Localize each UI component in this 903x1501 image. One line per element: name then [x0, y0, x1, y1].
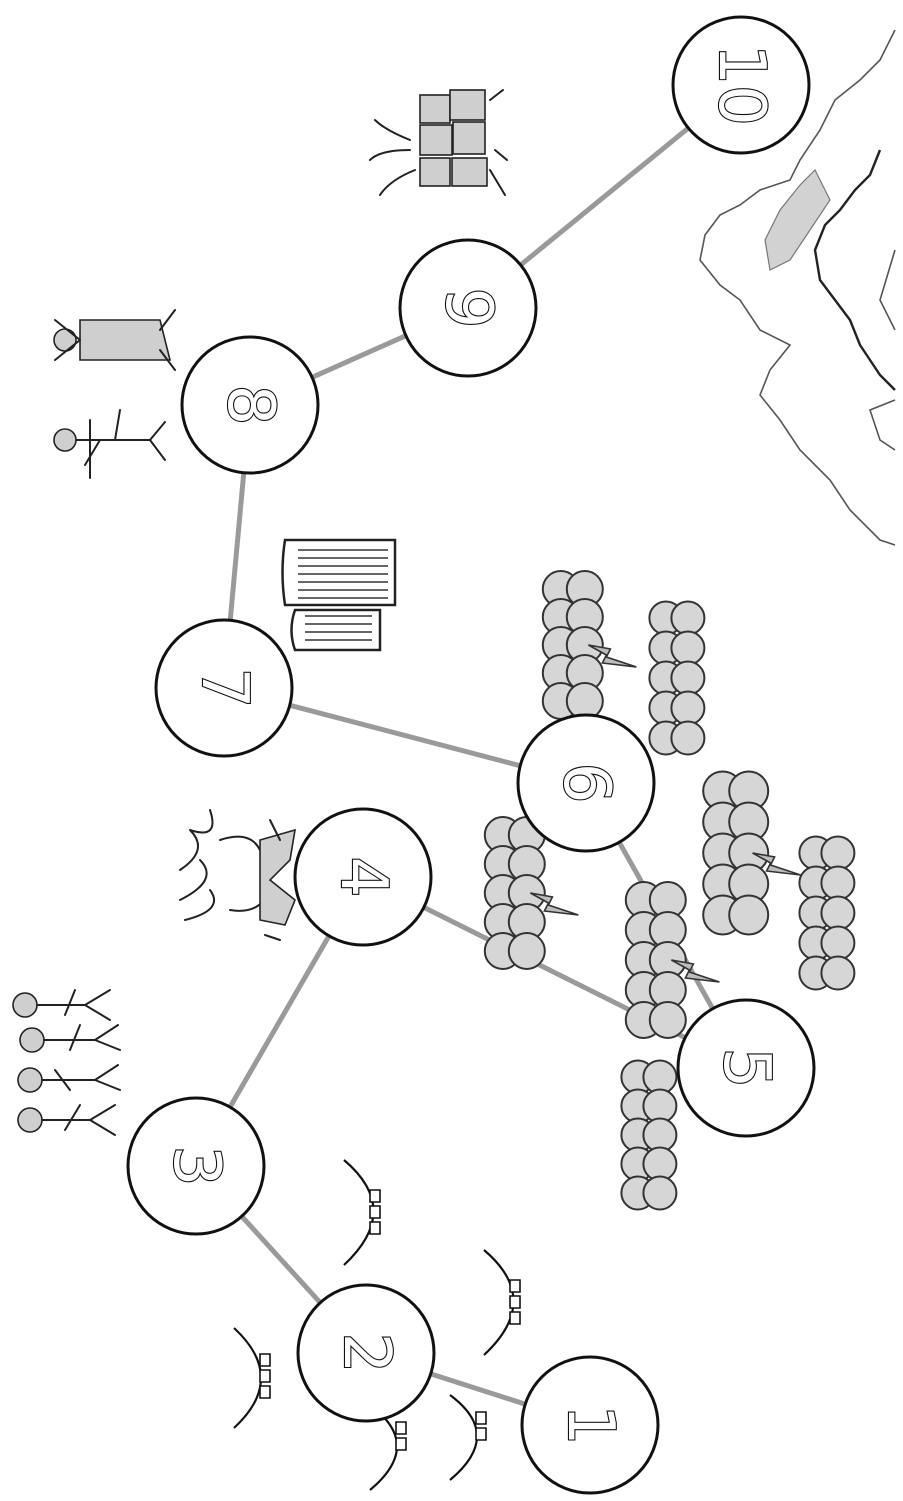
node-label: 8 — [213, 385, 287, 426]
hill-tent-icon — [450, 1395, 486, 1480]
node-10: 10 — [673, 17, 809, 153]
cloud-puff — [821, 867, 854, 900]
node-6: 6 — [518, 715, 654, 851]
node-label: 6 — [549, 763, 623, 804]
fallen-wall-icon — [370, 90, 507, 195]
cloud-puff — [671, 662, 704, 695]
node-label: 1 — [553, 1405, 627, 1446]
node-3: 3 — [128, 1098, 264, 1234]
node-7: 7 — [156, 620, 292, 756]
cloud-layer — [485, 571, 855, 1210]
node-label: 4 — [326, 857, 400, 898]
hill-tent-icon — [484, 1250, 520, 1355]
cloud-puff — [671, 722, 704, 755]
burning-bush-icon — [180, 810, 295, 940]
cloud-puff — [671, 632, 704, 665]
cloud-puff — [821, 837, 854, 870]
node-2: 2 — [298, 1285, 434, 1421]
node-label: 2 — [329, 1333, 403, 1374]
crowd-icon — [13, 990, 120, 1135]
node-label: 9 — [431, 288, 505, 329]
storm-cloud-icon — [703, 772, 800, 935]
node-label: 3 — [159, 1146, 233, 1187]
node-4: 4 — [295, 809, 431, 945]
node-5: 5 — [678, 1000, 814, 1136]
node-9: 9 — [400, 240, 536, 376]
cloud-icon — [621, 1061, 676, 1210]
cloud-puff — [821, 957, 854, 990]
cloud-puff — [671, 602, 704, 635]
node-label: 7 — [187, 668, 261, 709]
hill-tent-icon — [234, 1328, 270, 1428]
stone-tablets-icon — [283, 540, 396, 650]
cloud-icon — [799, 837, 854, 990]
cloud-icon — [649, 602, 704, 755]
node-1: 1 — [522, 1357, 658, 1493]
node-8: 8 — [182, 337, 318, 473]
cloud-puff — [650, 1002, 686, 1038]
cloud-puff — [509, 933, 545, 969]
two-figures-icon — [54, 310, 175, 478]
cloud-puff — [729, 896, 768, 935]
storm-cloud-icon — [543, 571, 637, 719]
hill-tent-icon — [344, 1160, 380, 1265]
cloud-puff — [821, 927, 854, 960]
node-label: 5 — [709, 1048, 783, 1089]
node-label: 10 — [704, 44, 778, 125]
cloud-puff — [821, 897, 854, 930]
cloud-puff — [643, 1177, 676, 1210]
cloud-puff — [671, 692, 704, 725]
